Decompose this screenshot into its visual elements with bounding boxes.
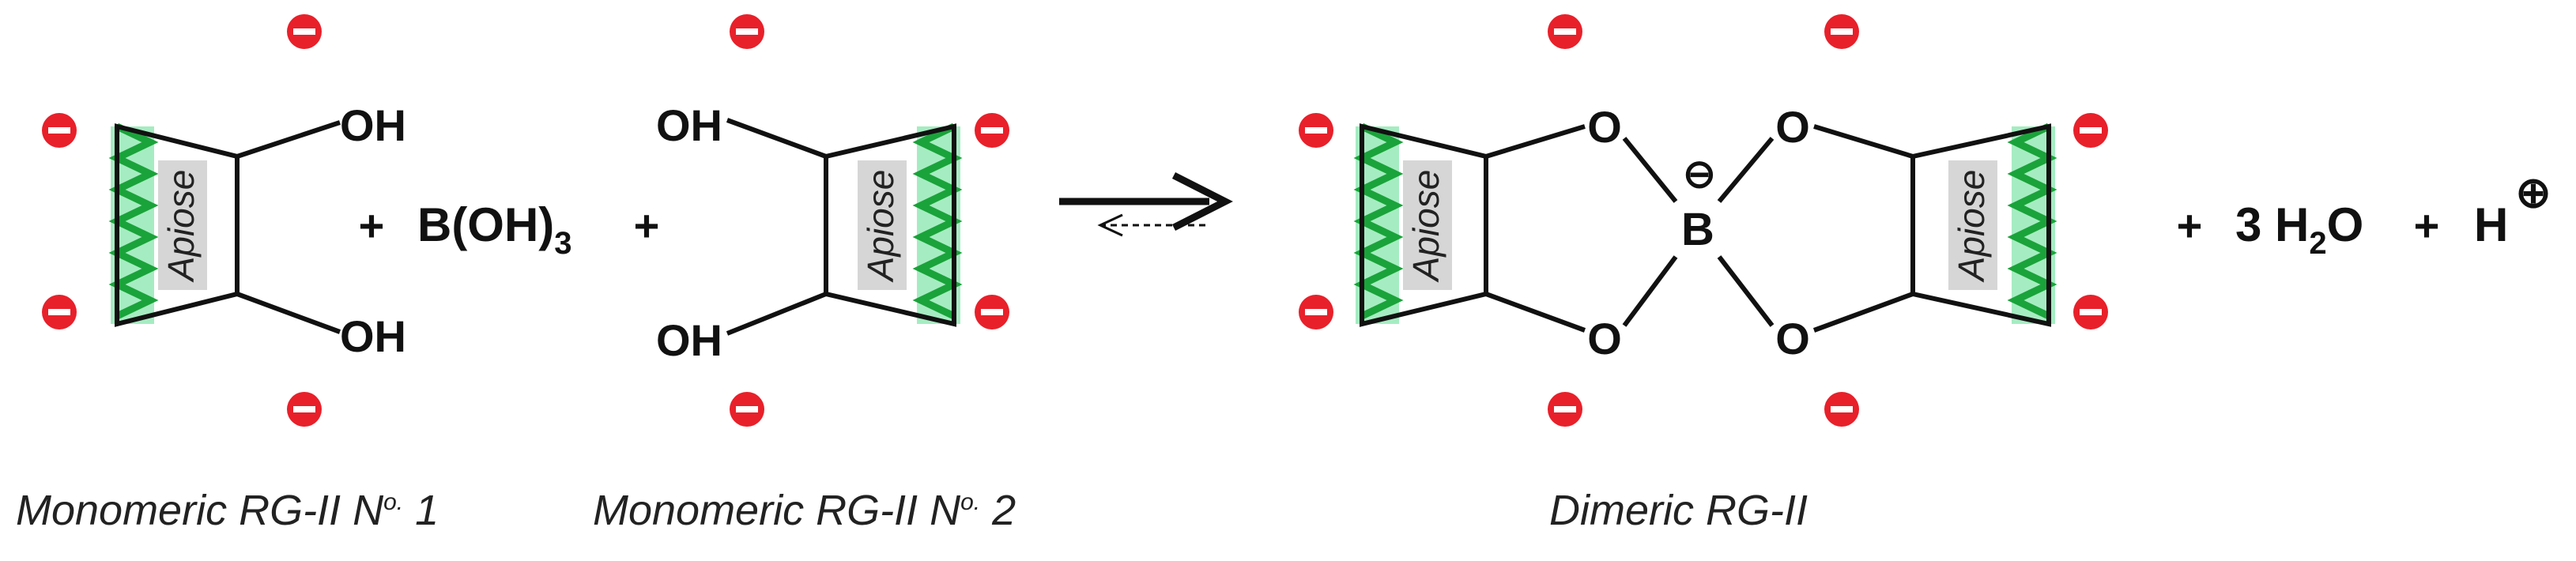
apiose-ring — [1910, 123, 2051, 327]
negative-charge — [287, 392, 322, 427]
negative-charge — [975, 113, 1009, 148]
oxygen-label: O — [1587, 102, 1622, 152]
plus-sign: + — [2177, 201, 2203, 250]
bond-c-oh-bottom — [726, 292, 828, 336]
boric-acid: B(OH)3 — [417, 198, 572, 261]
negative-charge — [1299, 113, 1333, 148]
boron-charge: ⊖ — [1683, 152, 1716, 196]
water: 3 H2O — [2235, 198, 2363, 261]
negative-charge — [1548, 392, 1582, 427]
negative-charge — [2073, 113, 2108, 148]
proton: H — [2474, 198, 2508, 251]
equilibrium-arrows — [1059, 171, 1233, 237]
negative-charge — [42, 113, 77, 148]
dimer: Apiose O O B ⊖ O O Apiose — [1353, 102, 2057, 363]
negative-charge — [975, 295, 1009, 329]
bond — [1484, 292, 1586, 333]
bond-c-oh-top — [726, 118, 828, 159]
oxygen-label: O — [1587, 314, 1622, 363]
negative-charge — [287, 14, 322, 49]
boron-label: B — [1681, 204, 1714, 255]
apiose-label: Apiose — [1405, 170, 1446, 284]
negative-charge — [730, 14, 764, 49]
plus-sign: + — [2414, 201, 2440, 250]
bond-o-b — [1622, 137, 1678, 203]
negative-charges — [42, 14, 2108, 427]
plus-sign: + — [634, 201, 660, 250]
caption-monomer-1: Monomeric RG-II No. 1 — [16, 487, 439, 534]
bond-o-b — [1717, 255, 1775, 327]
bond — [1813, 124, 1914, 159]
negative-charge — [1548, 14, 1582, 49]
bond-o-b — [1717, 137, 1775, 203]
bond — [1812, 292, 1914, 333]
forward-arrowhead — [1171, 171, 1233, 232]
negative-charge — [42, 295, 77, 329]
oxygen-label: O — [1775, 102, 1810, 152]
apiose-label: Apiose — [1951, 170, 1992, 284]
apiose-box — [858, 160, 907, 290]
oxygen-label: O — [1775, 314, 1810, 363]
plus-sign: + — [359, 201, 385, 250]
negative-charge — [730, 392, 764, 427]
negative-charge — [1824, 14, 1859, 49]
proton-charge: ⊕ — [2515, 169, 2551, 216]
apiose-box — [1948, 160, 1997, 290]
apiose-label: Apiose — [160, 170, 202, 284]
reverse-arrowhead — [1097, 213, 1123, 237]
negative-charge — [1299, 295, 1333, 329]
caption-dimer: Dimeric RG-II — [1549, 487, 1808, 534]
hydroxyl-top: OH — [340, 100, 406, 150]
bond-c-oh-bottom — [236, 292, 341, 334]
apiose-box — [158, 160, 207, 290]
hydroxyl-bottom: OH — [340, 311, 406, 361]
apiose-box — [1403, 160, 1452, 290]
apiose-label: Apiose — [860, 170, 901, 284]
bond-o-b — [1622, 255, 1678, 327]
monomer-1: Apiose OH OH — [108, 100, 406, 361]
hydroxyl-top: OH — [656, 100, 722, 150]
monomer-2: Apiose OH OH — [656, 100, 963, 365]
bond — [1485, 124, 1586, 159]
caption-monomer-2: Monomeric RG-II No. 2 — [593, 487, 1016, 534]
negative-charge — [1824, 392, 1859, 427]
hydroxyl-bottom: OH — [656, 315, 722, 365]
bond-c-oh-top — [236, 120, 341, 159]
negative-charge — [2073, 295, 2108, 329]
